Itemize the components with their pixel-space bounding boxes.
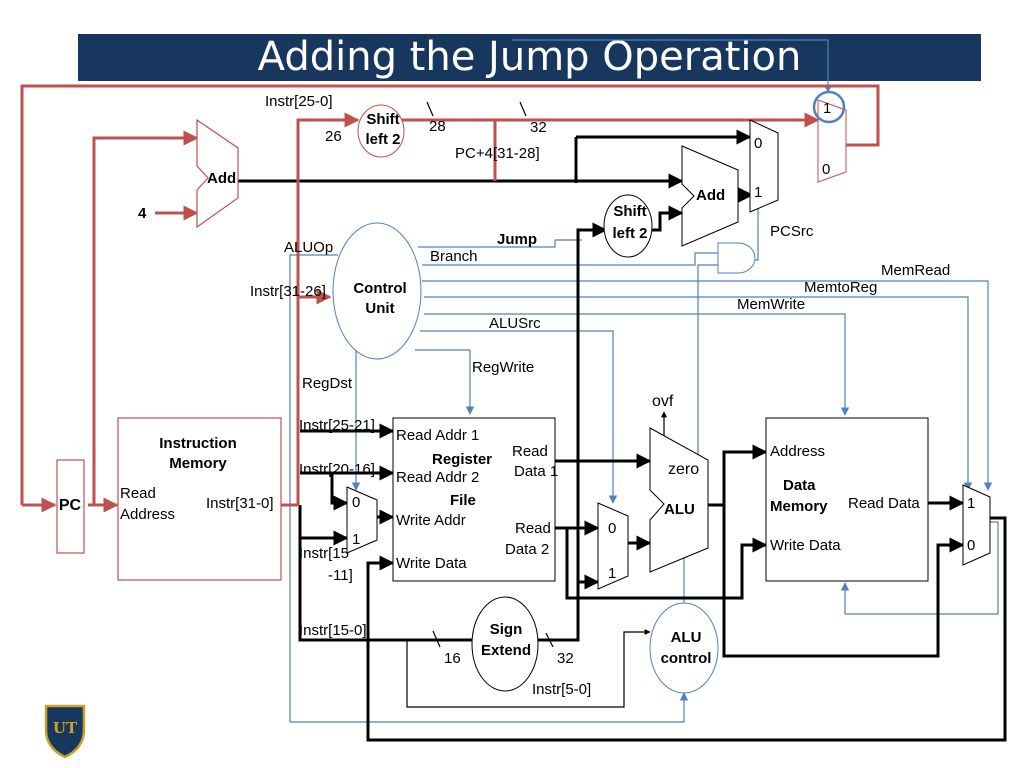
memread-signal-label: MemRead: [881, 262, 950, 279]
jump-mux-0: 0: [822, 161, 830, 178]
jump-width-28: 28: [429, 118, 446, 135]
jump-shift-left-2: [357, 104, 405, 158]
jump-mux-highlight: [812, 90, 846, 124]
jump-shift-label: Shift: [366, 111, 399, 128]
read-addr-1-label: Read Addr 1: [396, 427, 479, 444]
control-unit: [332, 222, 422, 360]
register-file-label: Register: [432, 451, 492, 468]
jump-mux-1: 1: [823, 100, 831, 117]
alu: [649, 427, 709, 573]
instruction-memory: [117, 417, 282, 581]
title-bar: [78, 34, 981, 81]
instruction-memory-title: Memory: [169, 455, 227, 472]
instr-out-label: Instr[31-0]: [206, 495, 274, 512]
sign-extend: [471, 596, 539, 692]
datapath-wires: [238, 101, 1007, 742]
memwrite-signal-label: MemWrite: [737, 296, 805, 313]
instr-imm-label: Instr[15-0]: [299, 622, 367, 639]
alu-label: ALU: [664, 501, 695, 518]
dm-write-data-label: Write Data: [770, 537, 841, 554]
branch-signal-label: Branch: [430, 248, 478, 265]
pc-path-wires: [20, 84, 880, 513]
pc-register: [56, 459, 85, 554]
register-file: [392, 417, 556, 582]
branch-adder-label: Add: [696, 187, 725, 204]
read-address-label: Read: [120, 485, 156, 502]
alusrc-mux-1: 1: [608, 565, 616, 582]
read-data-2-label: Data 2: [505, 541, 549, 558]
branch-mux-1: 1: [754, 184, 762, 201]
instr-funct-label: Instr[5-0]: [532, 681, 591, 698]
write-data-label: Write Data: [396, 555, 467, 572]
write-addr-label: Write Addr: [396, 512, 466, 529]
instr-rt-label: Instr[20-16]: [299, 461, 375, 478]
branch-shift-label: left 2: [612, 225, 647, 242]
alu-ovf-label: ovf: [652, 393, 674, 410]
aluop-signal-label: ALUOp: [284, 239, 333, 256]
control-wires: [289, 39, 999, 723]
pc-label: PC: [59, 497, 82, 514]
alu-control: [649, 602, 719, 694]
branch-and-gate: [717, 242, 756, 274]
jump-signal-label: Jump: [497, 231, 537, 248]
control-unit-label: Unit: [365, 300, 394, 317]
branch-mux-0: 0: [754, 135, 762, 152]
branch-adder: [681, 145, 739, 247]
instr-rd-label: Instr[15: [299, 545, 349, 562]
pc-adder-label: Add: [207, 170, 236, 187]
memtoreg-mux: [962, 484, 991, 566]
pc-adder: [196, 118, 239, 229]
sign-extend-label: Extend: [481, 642, 531, 659]
branch-mux: [749, 119, 779, 213]
control-input-label: Instr[31-26]: [250, 283, 326, 300]
sign-extend-label: Sign: [490, 621, 523, 638]
alu-zero-label: zero: [668, 461, 699, 478]
branch-shift-left-2: [603, 194, 653, 258]
sign-extend-width-32: 32: [557, 650, 574, 667]
read-addr-2-label: Read Addr 2: [396, 469, 479, 486]
ut-logo: UT: [44, 704, 86, 759]
register-file-label: File: [450, 492, 476, 509]
constant-four: 4: [138, 205, 147, 222]
svg-text:UT: UT: [53, 719, 78, 737]
instruction-memory-title: Instruction: [159, 435, 237, 452]
pc-plus-4-bits: PC+4[31-28]: [455, 145, 540, 162]
read-data-2-label: Read: [515, 520, 551, 537]
regdst-mux-0: 0: [352, 494, 360, 511]
memtoreg-signal-label: MemtoReg: [804, 279, 877, 296]
alu-control-label: control: [661, 650, 712, 667]
instr-rs-label: Instr[25-21]: [299, 417, 375, 434]
jump-width-32: 32: [530, 119, 547, 136]
branch-shift-label: Shift: [613, 203, 646, 220]
pcsrc-label: PCSrc: [770, 223, 814, 240]
sign-extend-width-16: 16: [444, 650, 461, 667]
alu-control-label: ALU: [671, 629, 702, 646]
jump-instr-label: Instr[25-0]: [265, 93, 333, 110]
regwrite-signal-label: RegWrite: [472, 359, 534, 376]
regdst-signal-label: RegDst: [302, 375, 353, 392]
regdst-mux: [346, 486, 378, 554]
memtoreg-mux-0: 0: [967, 537, 975, 554]
alusrc-signal-label: ALUSrc: [489, 315, 541, 332]
slide-title: Adding the Jump Operation: [257, 34, 802, 80]
memtoreg-mux-1: 1: [967, 495, 975, 512]
jump-width-26: 26: [325, 128, 342, 145]
dm-address-label: Address: [770, 443, 825, 460]
data-memory-label: Data: [783, 477, 816, 494]
read-data-1-label: Data 1: [514, 463, 558, 480]
read-address-label: Address: [120, 506, 175, 523]
alusrc-mux: [597, 502, 629, 590]
instr-rd-label: -11]: [328, 567, 353, 584]
data-memory: [765, 417, 929, 582]
regdst-mux-1: 1: [352, 531, 360, 548]
jump-shift-label: left 2: [365, 131, 400, 148]
dm-read-data-label: Read Data: [848, 495, 920, 512]
alusrc-mux-0: 0: [608, 520, 616, 537]
control-unit-label: Control: [353, 280, 406, 297]
data-memory-label: Memory: [770, 498, 828, 515]
read-data-1-label: Read: [512, 443, 548, 460]
